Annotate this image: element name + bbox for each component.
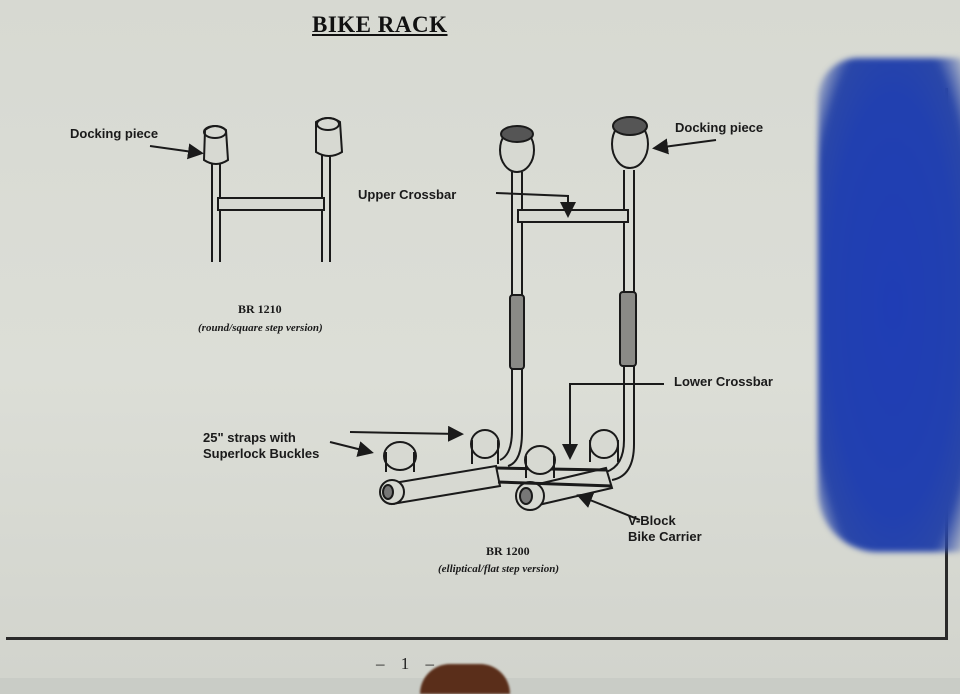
label-vblock-line2: Bike Carrier: [628, 529, 702, 544]
caption-br1210: BR 1210: [238, 302, 282, 316]
caption-br1200-subtitle: (elliptical/flat step version): [438, 563, 559, 575]
finger-occlusion: [420, 664, 510, 694]
label-lower-crossbar: Lower Crossbar: [674, 374, 773, 389]
bike-rack-illustration: [149, 116, 717, 521]
br1200-rack-drawing: [379, 116, 649, 511]
caption-br1210-subtitle: (round/square step version): [198, 322, 323, 334]
label-straps-line2: Superlock Buckles: [203, 446, 320, 461]
label-docking-piece-right: Docking piece: [675, 120, 764, 135]
page-number: – 1 –: [376, 654, 440, 673]
caption-br1200: BR 1200: [486, 544, 530, 558]
br1210-rack-drawing: [202, 117, 344, 262]
thumb-occlusion: [818, 58, 960, 552]
label-upper-crossbar: Upper Crossbar: [358, 187, 457, 202]
label-straps-line1: 25" straps with: [203, 430, 296, 445]
page-title: BIKE RACK: [312, 12, 448, 37]
label-docking-piece-left: Docking piece: [70, 126, 159, 141]
label-vblock-line1: V-Block: [628, 513, 676, 528]
